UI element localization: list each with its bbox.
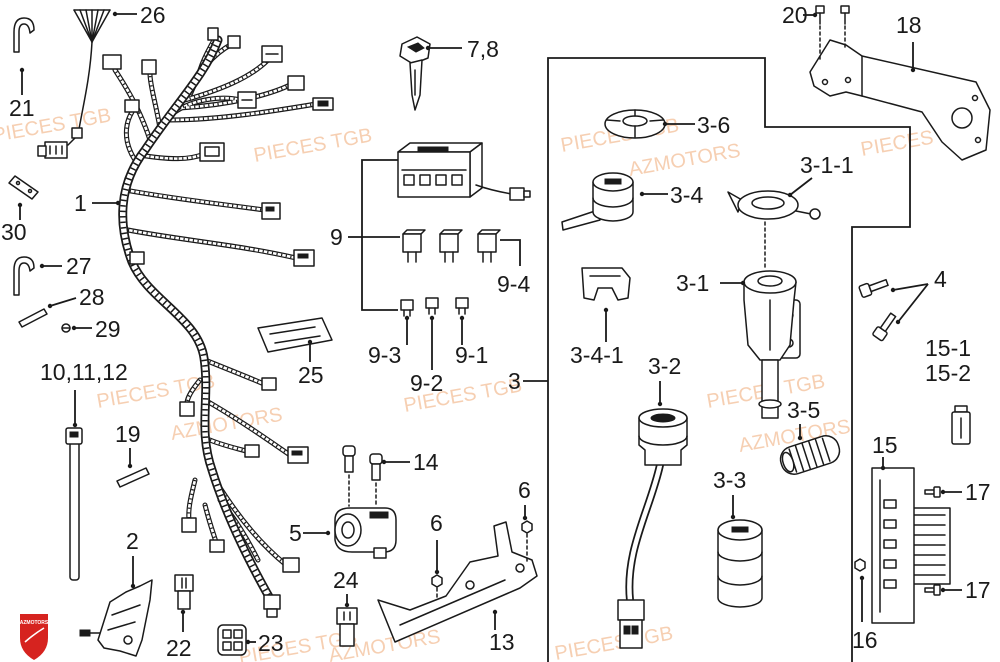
nut-16 — [854, 558, 866, 572]
screw-29 — [61, 323, 71, 333]
bracket-2 — [79, 579, 153, 657]
callout-25: 25 — [298, 362, 324, 388]
callout-7-8: 7,8 — [467, 36, 499, 62]
pin-19 — [116, 467, 150, 488]
connector-23 — [217, 624, 247, 656]
callout-3-2: 3-2 — [648, 353, 681, 379]
screws-17 — [924, 486, 941, 596]
lock-body-3-1 — [743, 270, 801, 419]
callout-3-4: 3-4 — [670, 182, 703, 208]
cable-tie-10-11-12 — [65, 427, 83, 581]
callout-13: 13 — [489, 629, 515, 655]
leader-lines — [17, 11, 962, 645]
fuse-15-1-15-2 — [951, 405, 971, 445]
connector-22 — [174, 574, 194, 610]
callout-9-3: 9-3 — [368, 342, 401, 368]
relays-9-4 — [402, 229, 501, 263]
wire-lead-26 — [37, 9, 111, 159]
connector-24 — [336, 607, 358, 647]
cover-plate-3-1-1 — [727, 190, 821, 269]
fuse-holder-15 — [871, 467, 951, 624]
callout-3-3: 3-3 — [713, 467, 746, 493]
callout-4: 4 — [934, 266, 947, 292]
callout-26: 26 — [140, 2, 166, 28]
clip-3-4-1 — [581, 267, 631, 301]
callout-30: 30 — [1, 219, 27, 245]
watermark-pieces-tgb: PIECES TGB — [553, 622, 675, 662]
watermark-pieces-tgb: PIECES TGB — [252, 124, 374, 166]
watermark-azmotors: AZMOTORS — [627, 140, 742, 181]
callout-29: 29 — [95, 316, 121, 342]
lock-cylinder-3-4 — [561, 172, 634, 231]
bolts-6 — [431, 520, 533, 588]
callout-28: 28 — [79, 284, 105, 310]
callout-15-2: 15-2 — [925, 360, 971, 386]
bracket-13 — [377, 521, 538, 643]
seat-lock-cable-3-2 — [617, 408, 688, 649]
callout-3-1-1: 3-1-1 — [800, 152, 854, 178]
bracket-18 — [809, 39, 991, 161]
bolts-20 — [815, 5, 850, 63]
callout-1: 1 — [74, 190, 87, 216]
callout-27: 27 — [66, 253, 92, 279]
key-7-8 — [399, 36, 431, 111]
rubber-sleeve-3-5 — [779, 435, 841, 475]
callout-9-2: 9-2 — [410, 370, 443, 396]
harness-connectors — [102, 27, 334, 618]
callout-19: 19 — [115, 421, 141, 447]
group-outline-3 — [547, 57, 911, 662]
callout-6-left: 6 — [430, 510, 443, 536]
callout-15-1: 15-1 — [925, 335, 971, 361]
pin-28 — [18, 308, 48, 328]
screws-14 — [342, 445, 383, 507]
ring-cap-3-6 — [604, 109, 666, 139]
callout-16: 16 — [852, 627, 878, 653]
callout-18: 18 — [896, 12, 922, 38]
callout-24: 24 — [333, 567, 359, 593]
bolts-4 — [858, 278, 897, 342]
lock-cylinder-3-3 — [717, 519, 763, 608]
callout-23: 23 — [258, 630, 284, 656]
callout-3: 3 — [508, 368, 521, 394]
callout-3-4-1: 3-4-1 — [570, 342, 624, 368]
fuse-box-9 — [397, 142, 531, 201]
logo-text: AZMOTORS — [20, 620, 49, 626]
callout-9-4: 9-4 — [497, 271, 530, 297]
fuses-9-1-9-2-9-3 — [400, 297, 469, 317]
clip-21 — [13, 17, 35, 53]
callout-3-6: 3-6 — [697, 112, 730, 138]
callout-22: 22 — [166, 635, 192, 661]
callout-9-1: 9-1 — [455, 342, 488, 368]
callout-15: 15 — [872, 432, 898, 458]
azmotors-logo: AZMOTORS — [20, 614, 49, 660]
callout-6-right: 6 — [518, 477, 531, 503]
strap-30 — [8, 175, 39, 200]
clip-27 — [13, 256, 35, 296]
callout-9: 9 — [330, 224, 343, 250]
callout-3-5: 3-5 — [787, 397, 820, 423]
switch-5 — [334, 507, 397, 559]
callout-3-1: 3-1 — [676, 270, 709, 296]
rubber-sheet-25 — [257, 317, 333, 353]
callout-17-lower: 17 — [965, 577, 991, 603]
callout-2: 2 — [126, 528, 139, 554]
logo-shield-icon — [20, 614, 48, 660]
callout-10-11-12: 10,11,12 — [40, 359, 128, 385]
callout-17-upper: 17 — [965, 479, 991, 505]
callout-14: 14 — [413, 449, 439, 475]
callout-5: 5 — [289, 520, 302, 546]
callout-21: 21 — [9, 95, 35, 121]
wiring-harness — [102, 27, 334, 618]
callout-20: 20 — [782, 2, 808, 28]
